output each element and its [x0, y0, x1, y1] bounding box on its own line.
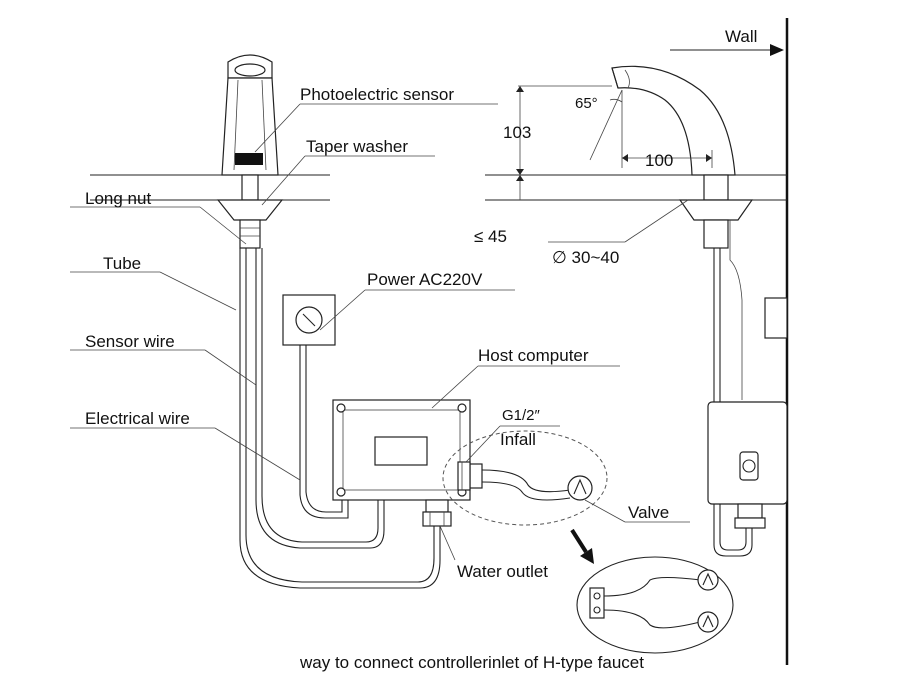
detail-arrow: [570, 528, 588, 554]
photoelectric-sensor-label: Photoelectric sensor: [300, 85, 454, 104]
caption: way to connect controllerinlet of H-type…: [299, 653, 644, 672]
host-display: [374, 436, 428, 466]
hole-diameter-dimension: ∅ 30~40: [552, 248, 619, 267]
left-mount: [216, 174, 284, 249]
infall-highlight: [442, 430, 608, 526]
infall-assembly: [442, 430, 608, 526]
left-faucet: [221, 54, 279, 176]
host-computer-box: [332, 399, 471, 501]
leader-lines: [70, 103, 690, 561]
long-nut: [239, 219, 261, 249]
angle-dimension: 65°: [575, 95, 598, 112]
taper-washer-label: Taper washer: [306, 137, 408, 156]
right-mount: [678, 174, 754, 557]
right-host-box: [707, 401, 788, 529]
max-thickness-dimension: ≤ 45: [474, 227, 507, 246]
infall-label: Infall: [500, 430, 536, 449]
long-nut-label: Long nut: [85, 189, 151, 208]
photoelectric-sensor-window: [235, 153, 263, 165]
height-dimension: 103: [503, 123, 531, 142]
h-type-detail: [576, 556, 734, 654]
power-label: Power AC220V: [367, 270, 483, 289]
valve-label: Valve: [628, 503, 669, 522]
taper-washer: [216, 199, 284, 221]
host-computer-label: Host computer: [478, 346, 589, 365]
tube-label: Tube: [103, 254, 141, 273]
g12-label: G1/2″: [502, 407, 541, 424]
sensor-wire-label: Sensor wire: [85, 332, 175, 351]
water-outlet-fitting: [422, 499, 452, 527]
wall-arrow-icon: [770, 44, 784, 56]
right-socket: [764, 297, 788, 339]
sensor-wire: [255, 248, 385, 549]
tube-outer: [239, 248, 441, 589]
power-socket: [282, 294, 336, 346]
electrical-wire-label: Electrical wire: [85, 409, 190, 428]
electrical-wire: [299, 345, 349, 519]
right-faucet: [611, 65, 736, 176]
reach-dimension: 100: [645, 151, 673, 170]
wall-label: Wall: [725, 27, 757, 46]
dimension-lines: [516, 85, 713, 243]
water-outlet-label: Water outlet: [457, 562, 548, 581]
